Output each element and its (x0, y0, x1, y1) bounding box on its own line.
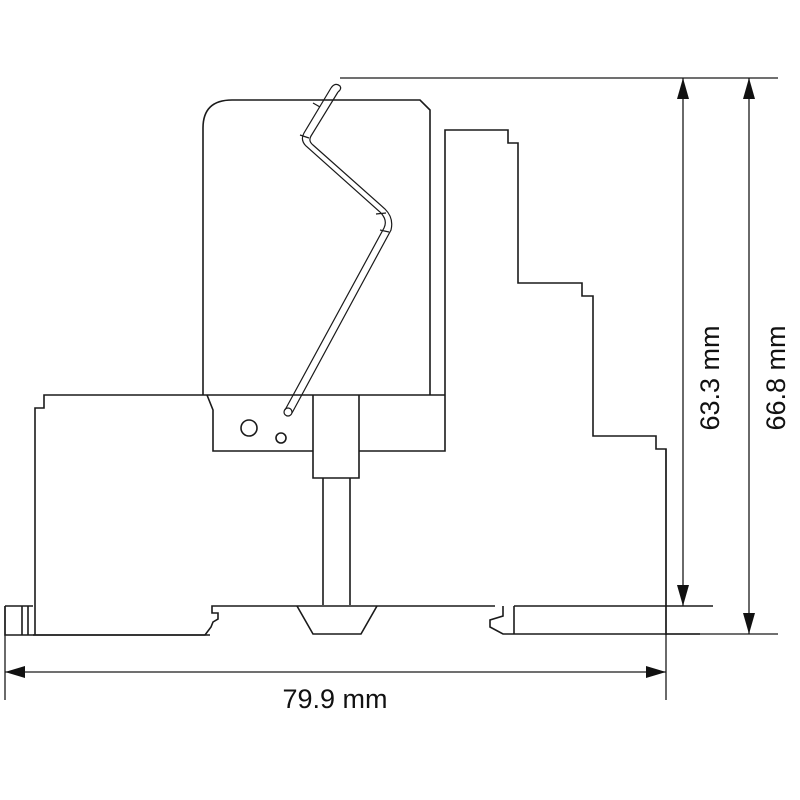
arrow-right-icon (646, 666, 666, 678)
dimension-height-total-label: 66.8 mm (761, 325, 791, 430)
central-plug (312, 395, 360, 479)
arrow-up-icon (743, 78, 755, 99)
arrow-down-icon (677, 585, 689, 606)
dimension-height-inner: 63.3 mm (677, 78, 725, 606)
dimension-height-total: 66.8 mm (743, 78, 791, 634)
dimension-width-label: 79.9 mm (282, 684, 387, 714)
arrow-left-icon (5, 666, 25, 678)
arrow-down-icon (743, 613, 755, 634)
relay-body (202, 99, 431, 395)
socket-body (34, 394, 445, 635)
screw-hole-small (275, 432, 287, 444)
dimension-height-inner-label: 63.3 mm (695, 325, 725, 430)
din-rail-profile (4, 605, 713, 636)
screw-hole-large (240, 419, 258, 437)
dimension-width: 79.9 mm (5, 666, 666, 714)
retaining-clip (283, 83, 393, 417)
socket-stepped-housing (444, 129, 667, 635)
arrow-up-icon (677, 78, 689, 99)
central-pin (322, 478, 351, 605)
terminal-block (206, 394, 446, 452)
